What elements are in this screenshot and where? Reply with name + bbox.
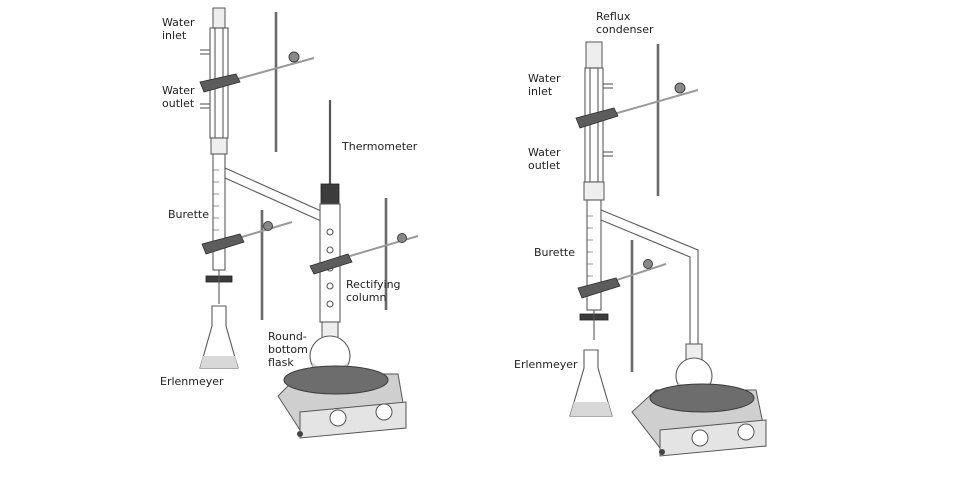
label-burette-right: Burette xyxy=(534,246,575,259)
label-rectifying-column: Rectifying column xyxy=(346,278,401,304)
right-side-arm xyxy=(600,209,699,344)
label-water-outlet-right: Water outlet xyxy=(528,146,561,172)
left-thermometer xyxy=(320,100,340,220)
label-burette-left: Burette xyxy=(168,208,209,221)
left-burette xyxy=(201,137,245,304)
right-apparatus xyxy=(569,41,767,457)
label-erlenmeyer-right: Erlenmeyer xyxy=(514,358,578,371)
right-reflux-condenser xyxy=(575,41,619,183)
label-erlenmeyer-left: Erlenmeyer xyxy=(160,375,224,388)
left-rectifying-column xyxy=(309,203,353,323)
label-reflux-condenser: Reflux condenser xyxy=(596,10,654,36)
right-burette xyxy=(577,181,621,340)
label-thermometer: Thermometer xyxy=(342,140,418,153)
right-erlenmeyer xyxy=(569,349,613,417)
label-round-bottom-flask: Round- bottom flask xyxy=(268,330,308,369)
left-side-arm xyxy=(224,167,331,226)
label-water-inlet-right: Water inlet xyxy=(528,72,561,98)
label-water-outlet-left: Water outlet xyxy=(162,84,195,110)
left-hot-plate xyxy=(277,365,407,439)
left-condenser xyxy=(199,7,241,139)
left-erlenmeyer xyxy=(199,305,239,369)
left-apparatus xyxy=(199,7,419,439)
right-hot-plate xyxy=(631,383,767,457)
label-water-inlet-left: Water inlet xyxy=(162,16,195,42)
